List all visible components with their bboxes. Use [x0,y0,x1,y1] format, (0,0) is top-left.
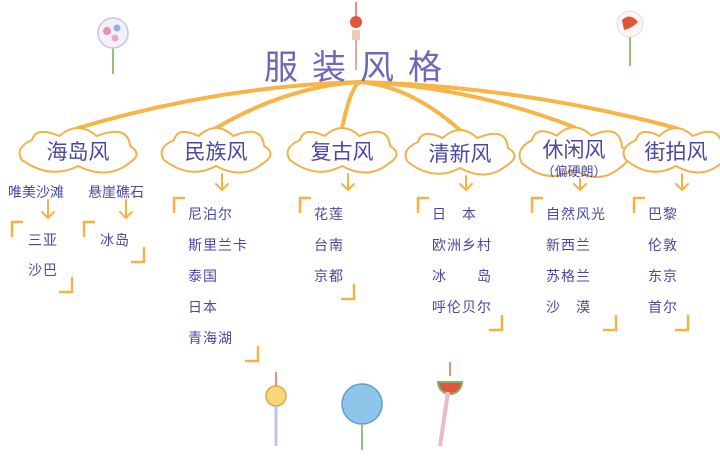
place-item: 斯里兰卡 [188,238,248,254]
place-item: 台南 [314,238,344,254]
place-item: 沙巴 [28,263,58,279]
place-item: 呼伦贝尔 [432,300,492,316]
arrow-head [459,183,473,192]
place-item: 尼泊尔 [188,207,233,223]
flower-fan-ornament [97,17,129,74]
place-item: 三亚 [28,233,58,249]
bracket-top-left [172,196,186,214]
branch-label: 唯美沙滩 [8,185,64,201]
goldfish-fan-ornament [616,10,644,66]
arrow-head [215,183,229,192]
place-item: 青海湖 [188,331,233,347]
branch-curve [76,80,362,130]
bracket-bottom-right [244,345,260,363]
arrow-head [573,183,587,192]
place-item: 新西兰 [546,238,591,254]
bracket-top-left [298,196,312,214]
place-item: 冰岛 [100,233,130,249]
place-item: 花莲 [314,207,344,223]
place-item: 京都 [314,269,344,285]
watermelon-charm-ornament [436,362,464,447]
category-cloud [622,127,720,174]
chinese-knot-ornament [350,2,362,70]
category-label: 民族风 [184,140,248,164]
arrow-head [675,183,689,192]
place-item: 巴黎 [648,207,678,223]
bracket-top-left [82,220,96,238]
place-item: 欧洲乡村 [432,238,492,254]
bracket-bottom-right [340,283,356,301]
category-label: 清新风 [428,142,492,166]
place-item: 苏格兰 [546,269,591,285]
category-subtitle: （偏硬朗） [541,165,607,180]
place-item: 日 本 [432,207,477,223]
bracket-bottom-right [488,314,504,332]
bracket-top-left [530,196,544,214]
category-label: 街拍风 [644,140,708,164]
place-item: 日本 [188,300,218,316]
bracket-top-left [632,196,646,214]
place-item: 冰 岛 [432,269,492,285]
bracket-bottom-right [58,276,74,294]
blue-fan-ornament [341,383,383,450]
category-cloud [18,127,138,174]
place-item: 自然风光 [546,207,606,223]
category-cloud [518,126,630,178]
place-item: 泰国 [188,269,218,285]
category-cloud [286,127,398,174]
bracket-bottom-right [602,314,618,332]
arrow-head [41,211,55,220]
bracket-top-left [10,220,24,238]
place-item: 沙 漠 [546,300,591,316]
page-title: 服装风格 [264,48,456,88]
category-label: 休闲风 [542,138,606,162]
arrow-head [341,183,355,192]
bracket-bottom-right [130,246,146,264]
arrow-head [119,211,133,220]
branch-curve [358,80,678,130]
category-cloud [404,129,516,176]
category-label: 海岛风 [46,140,110,164]
place-item: 东京 [648,269,678,285]
place-item: 首尔 [648,300,678,316]
branch-label: 悬崖礁石 [88,185,144,201]
tassel-ornament [265,372,287,446]
branch-curve [214,80,362,130]
bracket-top-left [416,196,430,214]
category-cloud [160,127,272,174]
category-label: 复古风 [310,140,374,164]
bracket-bottom-right [674,314,690,332]
place-item: 伦敦 [648,238,678,254]
